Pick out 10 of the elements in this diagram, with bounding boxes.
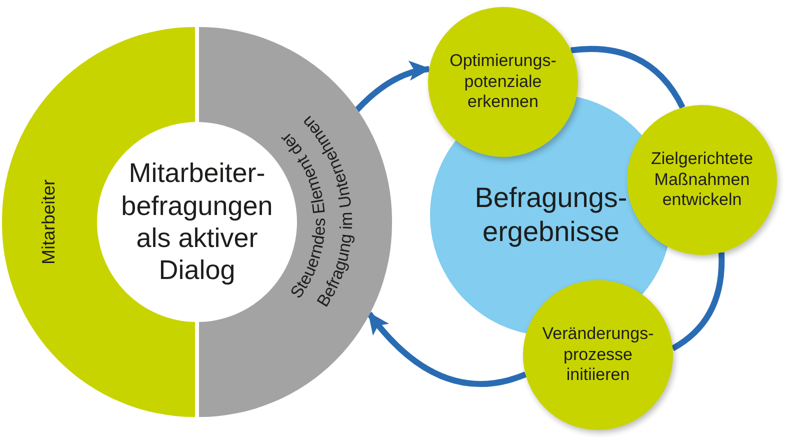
node-label: Zielgerichtete Maßnahmen entwickeln <box>650 149 754 211</box>
connector-line <box>570 46 686 109</box>
band-label: Mitarbeiter <box>38 179 60 265</box>
node-label: Befragungs- ergebnisse <box>474 181 628 249</box>
node-label: Mitarbeiter- befragungen als aktiver Dialog <box>120 157 274 287</box>
node-label: Veränderungs- prozesse initiieren <box>541 324 655 386</box>
node-label: Optimierungs- potenziale erkennen <box>448 51 558 113</box>
connector-line <box>671 252 725 352</box>
arrow <box>354 61 432 112</box>
arrow <box>366 312 527 387</box>
